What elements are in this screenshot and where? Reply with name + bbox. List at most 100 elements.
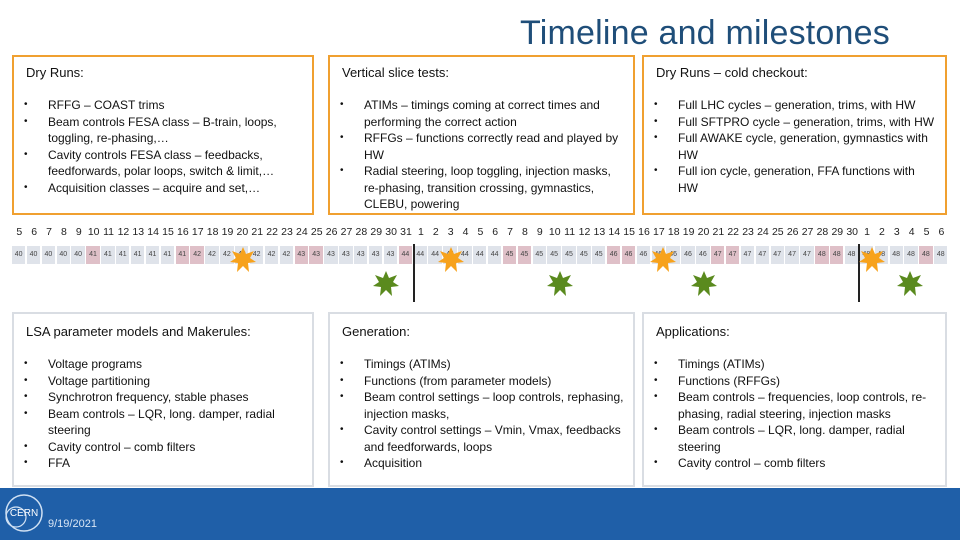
day-number: 26 — [786, 226, 799, 238]
day-number: 2 — [432, 226, 439, 238]
week-cell: 48 — [919, 246, 934, 264]
list-item: Timings (ATIMs) — [654, 356, 937, 373]
day-number: 11 — [103, 226, 114, 238]
box-list: Voltage programs Voltage partitioning Sy… — [24, 356, 304, 472]
day-number: 19 — [221, 226, 234, 238]
list-item: Functions (RFFGs) — [654, 373, 937, 390]
week-cell: 45 — [592, 246, 607, 264]
week-cell: 47 — [740, 246, 756, 264]
day-number: 6 — [492, 226, 499, 238]
box-list: Full LHC cycles – generation, trims, wit… — [654, 97, 937, 196]
day-number: 14 — [147, 226, 159, 238]
green-star-icon — [547, 271, 573, 296]
week-cell: 48 — [934, 246, 949, 264]
box-list: RFFG – COAST trims Beam controls FESA cl… — [24, 97, 304, 196]
day-number: 8 — [60, 226, 67, 238]
slide-title: Timeline and milestones — [520, 14, 890, 52]
day-number: 12 — [117, 226, 130, 238]
week-cell: 41 — [145, 246, 161, 264]
day-number: 22 — [266, 226, 278, 238]
list-item: Voltage partitioning — [24, 373, 304, 390]
day-number: 4 — [462, 226, 469, 238]
box-heading: Applications: — [656, 324, 730, 339]
day-number: 20 — [697, 226, 710, 238]
day-number: 10 — [548, 226, 561, 238]
day-number: 11 — [564, 226, 576, 238]
week-cell: 43 — [368, 246, 384, 264]
day-number: 1 — [864, 226, 870, 238]
lsa-models-box: LSA parameter models and Makerules: Volt… — [12, 312, 314, 487]
week-cell: 47 — [800, 246, 815, 264]
day-number: 20 — [236, 226, 249, 238]
day-number: 5 — [477, 226, 484, 238]
week-cell: 44 — [458, 246, 473, 264]
list-item: Beam control settings – loop controls, r… — [340, 389, 625, 422]
day-number: 6 — [31, 226, 38, 238]
week-cell: 41 — [86, 246, 101, 264]
week-cell: 42 — [264, 246, 280, 264]
week-cell: 44 — [398, 246, 414, 264]
green-star-icon — [373, 271, 399, 296]
box-heading: Dry Runs – cold checkout: — [656, 65, 808, 80]
week-cell: 48 — [889, 246, 904, 264]
week-cell: 46 — [636, 246, 652, 264]
week-cell: 47 — [785, 246, 800, 264]
list-item: Full SFTPRO cycle – generation, trims, w… — [654, 114, 937, 131]
week-cell-row: 4040404040414141414141414242424242424243… — [12, 246, 949, 264]
day-number: 3 — [447, 226, 454, 238]
list-item: Radial steering, loop toggling, injectio… — [340, 163, 625, 213]
day-number: 22 — [727, 226, 740, 238]
week-cell: 41 — [116, 246, 131, 264]
list-item: FFA — [24, 455, 304, 472]
list-item: Cavity control settings – Vmin, Vmax, fe… — [340, 422, 625, 455]
svg-text:CERN: CERN — [10, 508, 38, 519]
day-number: 18 — [667, 226, 680, 238]
day-number: 21 — [712, 226, 725, 238]
week-cell: 44 — [413, 246, 428, 264]
week-cell: 40 — [26, 246, 42, 264]
week-cell: 48 — [815, 246, 830, 264]
day-number: 19 — [682, 226, 695, 238]
day-number: 31 — [400, 226, 412, 238]
list-item: Acquisition — [340, 455, 625, 472]
day-number: 23 — [281, 226, 293, 238]
day-number: 17 — [191, 226, 204, 238]
week-cell: 40 — [12, 246, 27, 264]
day-number: 12 — [578, 226, 591, 238]
day-number: 7 — [507, 226, 514, 238]
week-cell: 48 — [830, 246, 845, 264]
milestone-line — [413, 244, 415, 302]
week-cell: 47 — [725, 246, 741, 264]
week-cell: 45 — [532, 246, 547, 264]
day-number: 17 — [652, 226, 665, 238]
day-number: 16 — [177, 226, 189, 238]
week-cell: 43 — [324, 246, 339, 264]
week-cell: 42 — [249, 246, 265, 264]
week-cell: 44 — [473, 246, 488, 264]
day-number: 25 — [310, 226, 323, 238]
week-cell: 42 — [205, 246, 220, 264]
green-star-icon — [691, 271, 717, 296]
day-number: 7 — [46, 226, 52, 238]
week-cell: 47 — [711, 246, 726, 264]
box-list: Timings (ATIMs) Functions (from paramete… — [340, 356, 625, 472]
week-cell: 41 — [175, 246, 190, 264]
list-item: RFFG – COAST trims — [24, 97, 304, 114]
box-heading: Vertical slice tests: — [342, 65, 449, 80]
day-number: 29 — [370, 226, 383, 238]
day-number: 5 — [923, 226, 930, 238]
week-cell: 43 — [294, 246, 309, 264]
list-item: Beam controls – LQR, long. damper, radia… — [654, 422, 937, 455]
day-number: 24 — [296, 226, 308, 238]
week-cell: 45 — [502, 246, 518, 264]
green-star-icon — [897, 271, 923, 296]
week-cell: 46 — [696, 246, 711, 264]
day-number: 25 — [771, 226, 784, 238]
cold-checkout-box: Dry Runs – cold checkout: Full LHC cycle… — [642, 55, 947, 215]
list-item: Full AWAKE cycle, generation, gymnastics… — [654, 130, 937, 163]
week-cell: 45 — [547, 246, 562, 264]
list-item: Cavity controls FESA class – feedbacks, … — [24, 147, 304, 180]
cern-logo-icon: CERN — [5, 494, 43, 532]
